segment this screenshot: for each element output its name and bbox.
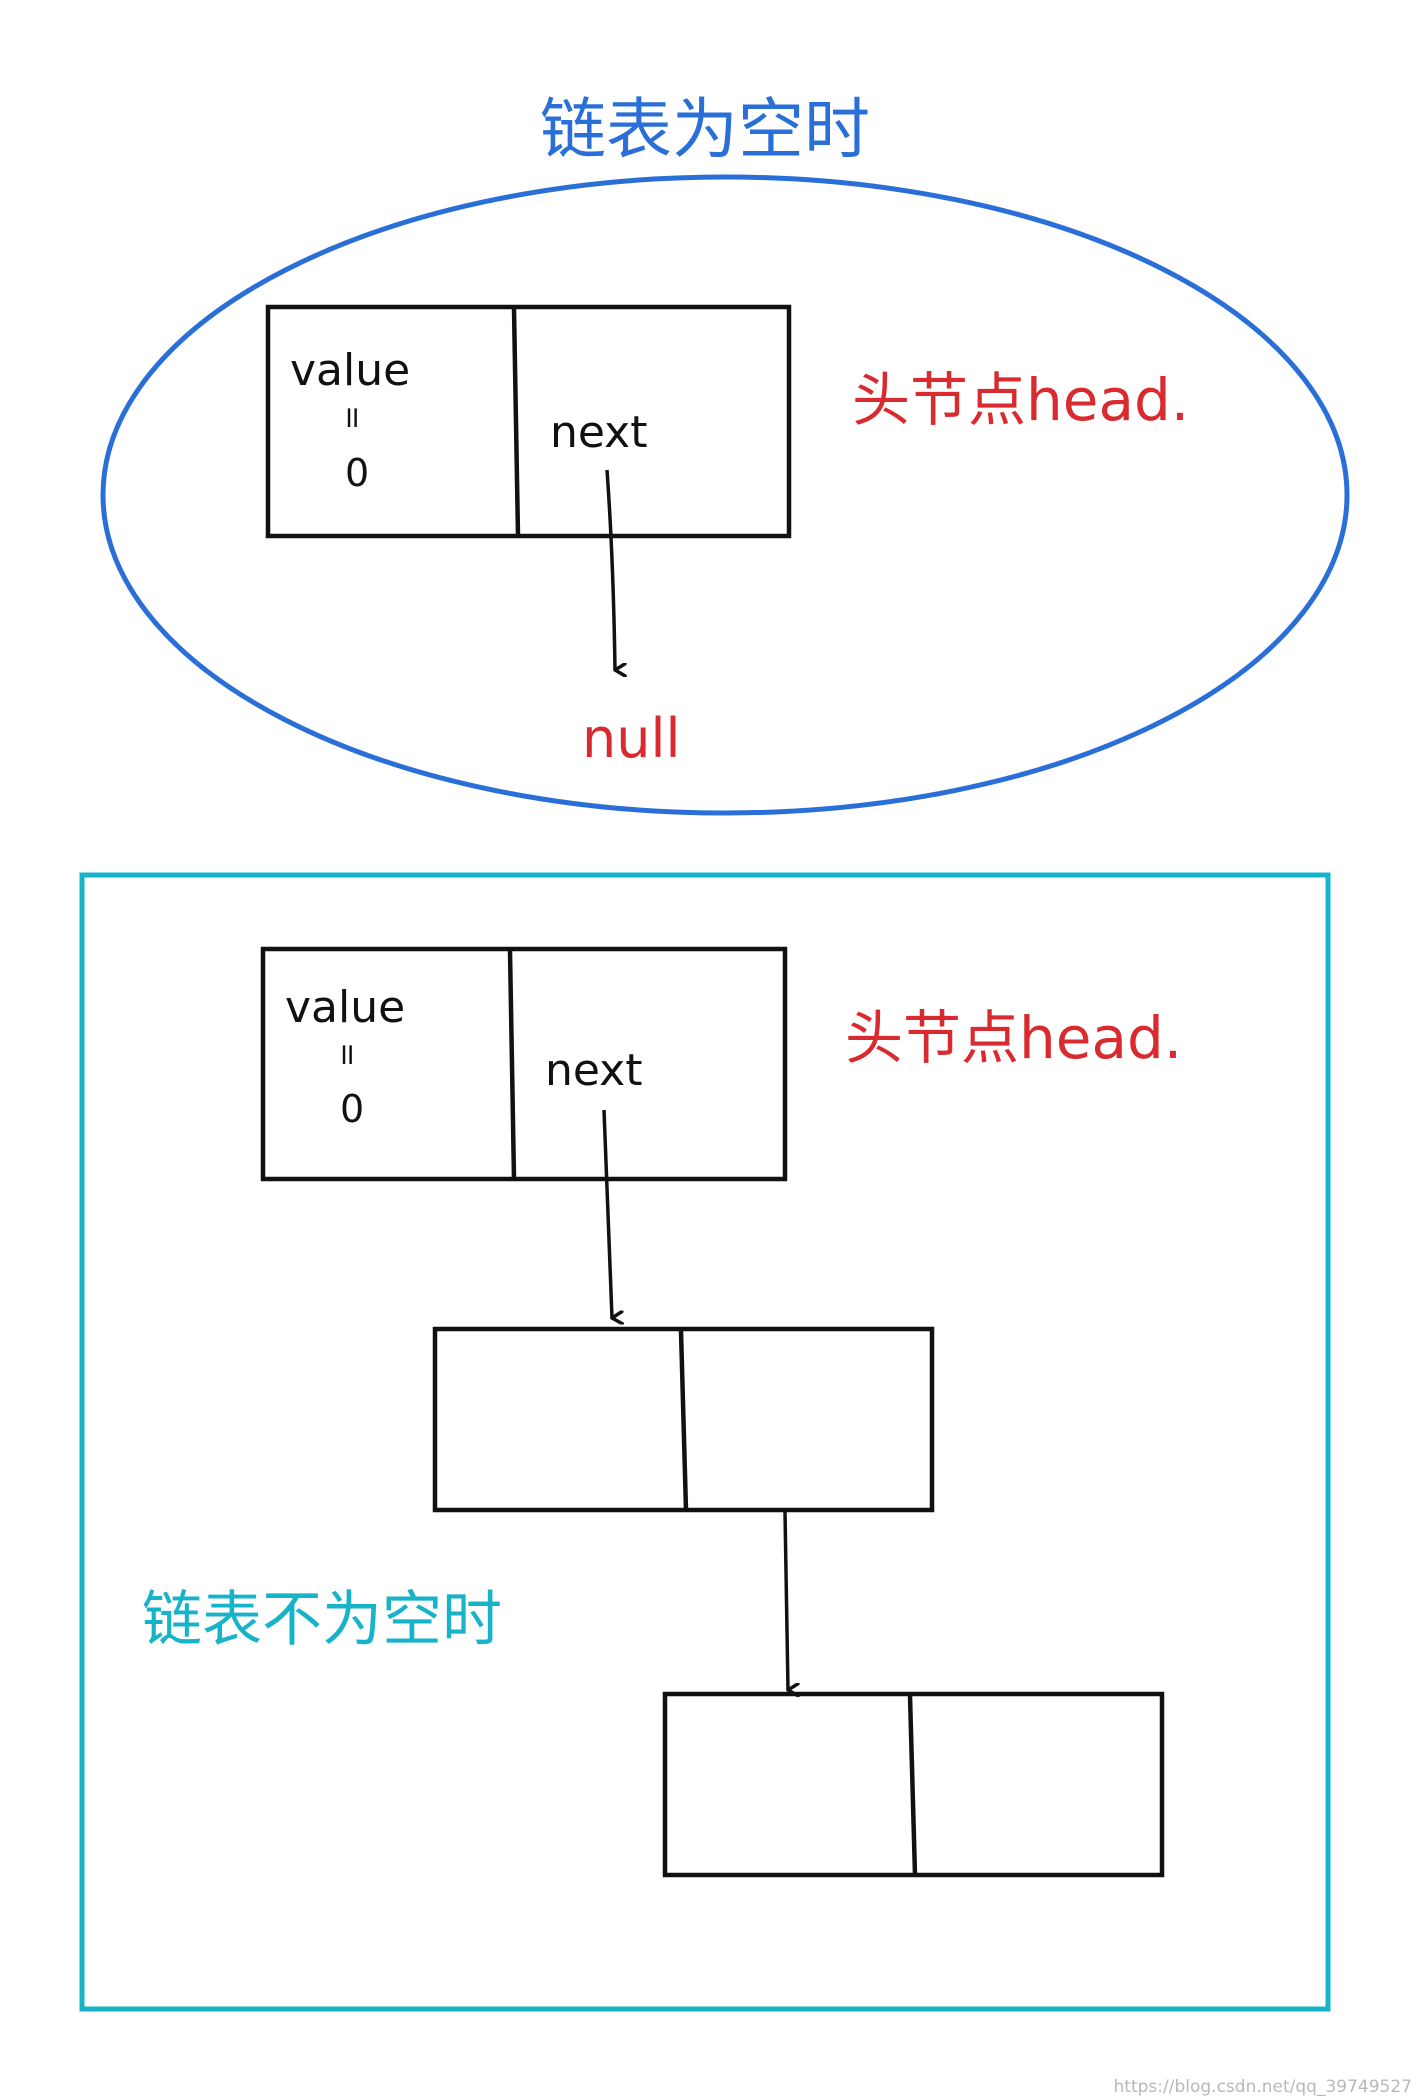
- equals-sign: ॥: [342, 400, 360, 435]
- head-node-2: value ॥ 0 next: [260, 946, 788, 1182]
- watermark: https://blog.csdn.net/qq_39749527: [1114, 2077, 1412, 2097]
- next-pointer-arrow-3: [783, 1511, 788, 1690]
- head-node-box: [265, 304, 792, 539]
- next-pointer-arrow-2: [602, 1109, 612, 1318]
- value-field-value: 0: [345, 451, 369, 495]
- empty-list-ellipse: [100, 174, 1350, 816]
- null-label: null: [582, 707, 680, 770]
- next-field-label-2: next: [545, 1045, 642, 1096]
- second-node-divider: [678, 1330, 689, 1511]
- non-empty-list-section: value ॥ 0 next 头节点head. 链表不为空时: [79, 872, 1331, 2012]
- head-node-divider: [511, 308, 521, 537]
- head-node-2-divider: [507, 950, 517, 1180]
- equals-sign-2: ॥: [337, 1037, 355, 1072]
- non-empty-list-frame: [79, 872, 1331, 2012]
- next-field-label: next: [550, 407, 647, 458]
- second-node: [432, 1326, 935, 1513]
- third-node: [662, 1691, 1165, 1878]
- head-node-label-2: 头节点head.: [845, 1004, 1182, 1072]
- head-node: value ॥ 0 next: [265, 304, 792, 539]
- empty-list-caption: 链表为空时: [540, 91, 870, 168]
- value-field-label: value: [290, 345, 410, 396]
- head-node-label: 头节点head.: [852, 366, 1189, 434]
- non-empty-list-caption: 链表不为空时: [142, 1585, 502, 1655]
- value-field-value-2: 0: [340, 1087, 364, 1131]
- value-field-label-2: value: [285, 982, 405, 1033]
- third-node-divider: [907, 1695, 918, 1876]
- head-node-2-box: [260, 946, 788, 1182]
- next-pointer-arrow: [605, 469, 615, 670]
- empty-list-section: 链表为空时 value ॥ 0 next 头节点head. null: [100, 91, 1350, 816]
- second-node-box: [432, 1326, 935, 1513]
